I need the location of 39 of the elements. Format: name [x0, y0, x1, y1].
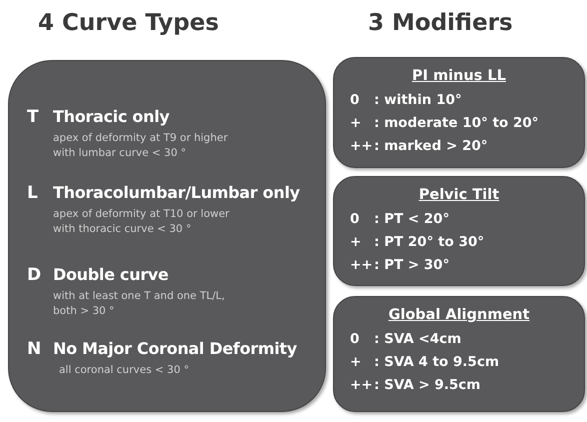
modifier-grade: ++ — [350, 138, 373, 154]
curve-type-name: No Major Coronal Deformity — [53, 339, 297, 358]
curve-type-name: Double curve — [53, 265, 168, 284]
type-letter: L — [27, 183, 38, 203]
curve-type-description: apex of deformity at T9 or higher with lumbar curve < 30 ° — [53, 131, 229, 161]
panel-background — [8, 60, 326, 412]
type-letter: T — [27, 107, 39, 127]
curve-type-description: apex of deformity at T10 or lower with thoracic curve < 30 ° — [53, 207, 230, 237]
grade-description: : marked > 20° — [374, 138, 488, 154]
type-letter: N — [27, 339, 42, 359]
grade-description: : SVA 4 to 9.5cm — [374, 354, 500, 370]
type-letter: D — [27, 265, 42, 285]
curve-type-description: all coronal curves < 30 ° — [59, 363, 190, 378]
grade-description: : SVA <4cm — [374, 331, 462, 347]
curve-type-name: Thoracic only — [53, 107, 170, 126]
curve-type-name: Thoracolumbar/Lumbar only — [53, 183, 300, 202]
modifier-grade: 0 — [350, 211, 360, 227]
modifier-grade: 0 — [350, 92, 360, 108]
modifier-title: Pelvic Tilt — [418, 187, 500, 203]
grade-description: : PT 20° to 30° — [374, 234, 484, 250]
modifier-grade: + — [350, 354, 362, 370]
grade-description: : SVA > 9.5cm — [374, 377, 480, 393]
curve-type-description: with at least one T and one TL/L, both > 30 ° — [53, 289, 226, 319]
grade-description: : PT < 20° — [374, 211, 450, 227]
panel-background — [333, 57, 585, 168]
modifier-title: Global Alignment — [387, 307, 531, 323]
modifier-title: PI minus LL — [411, 68, 507, 84]
grade-description: : PT > 30° — [374, 257, 450, 273]
modifier-grade: ++ — [350, 377, 373, 393]
modifier-grade: 0 — [350, 331, 360, 347]
grade-description: : within 10° — [374, 92, 462, 108]
modifier-grade: + — [350, 234, 362, 250]
column-heading: 4 Curve Types — [38, 10, 219, 36]
column-heading: 3 Modifiers — [368, 10, 513, 36]
modifier-grade: + — [350, 115, 362, 131]
panel-background — [333, 176, 585, 286]
modifier-grade: ++ — [350, 257, 373, 273]
panel-background — [333, 296, 585, 412]
grade-description: : moderate 10° to 20° — [374, 115, 539, 131]
